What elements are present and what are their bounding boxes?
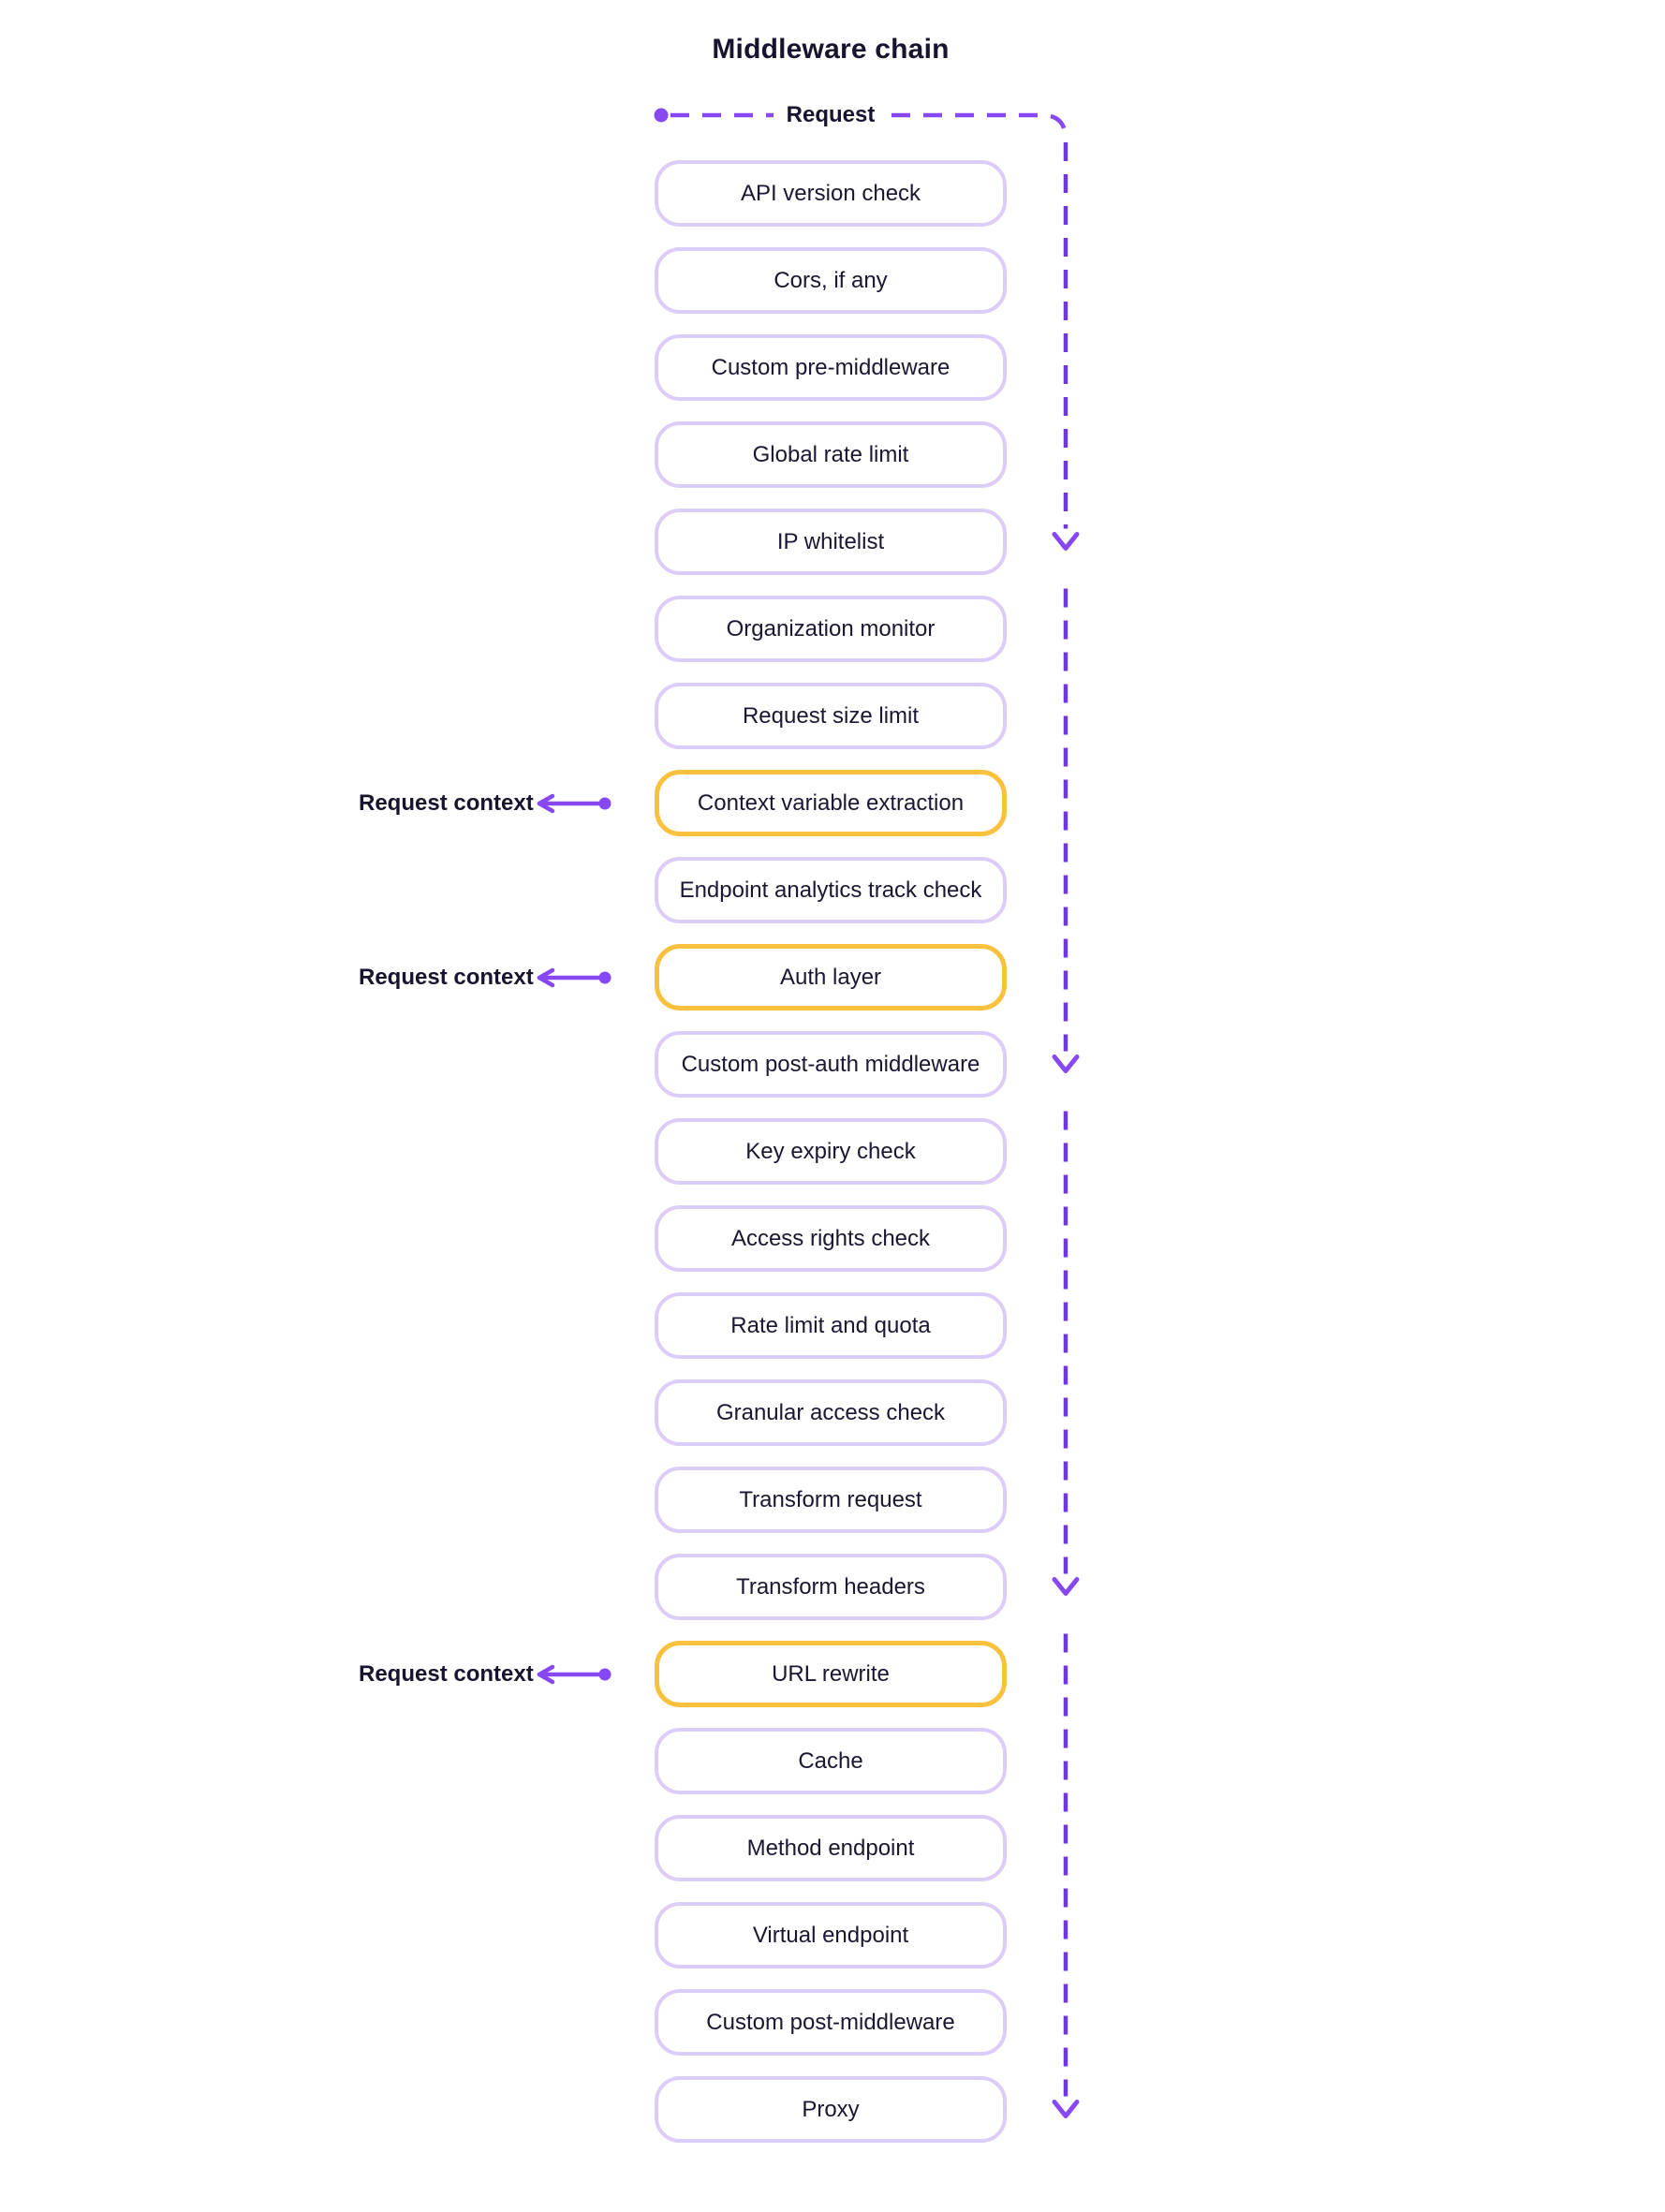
middleware-box: Organization monitor — [655, 596, 1007, 662]
middleware-label: Transform headers — [736, 1573, 925, 1600]
middleware-label: Endpoint analytics track check — [679, 877, 982, 903]
request-context-label: Request context — [359, 1660, 534, 1687]
left-arrow-icon — [537, 967, 611, 987]
middleware-label: Granular access check — [715, 1399, 946, 1425]
middleware-box: Method endpoint — [655, 1815, 1007, 1881]
page-title: Middleware chain — [712, 34, 950, 65]
middleware-label: Cache — [798, 1747, 863, 1774]
middleware-box: Global rate limit — [655, 421, 1007, 488]
left-arrow-icon — [537, 793, 611, 813]
middleware-box: Custom post-middleware — [655, 1989, 1007, 2056]
request-context-label: Request context — [359, 964, 534, 990]
middleware-box: Request size limit — [655, 683, 1007, 749]
middleware-label: Rate limit and quota — [730, 1312, 931, 1338]
middleware-box: Access rights check — [655, 1205, 1007, 1272]
middleware-box: URL rewrite — [655, 1641, 1007, 1707]
request-context-annotation: Request context — [359, 1661, 621, 1688]
middleware-box: Transform headers — [655, 1554, 1007, 1620]
middleware-box: Cache — [655, 1728, 1007, 1794]
middleware-label: API version check — [740, 180, 921, 206]
request-context-annotation: Request context — [359, 790, 621, 817]
middleware-label: Cors, if any — [774, 267, 888, 293]
flow-chevrons — [1052, 532, 1080, 2118]
down-arrow-icon — [1052, 2100, 1080, 2118]
middleware-label: Organization monitor — [726, 615, 936, 641]
middleware-label: URL rewrite — [772, 1660, 890, 1687]
middleware-box: Granular access check — [655, 1379, 1007, 1446]
down-arrow-icon — [1052, 1577, 1080, 1596]
middleware-label: Virtual endpoint — [752, 1922, 909, 1948]
middleware-box: Key expiry check — [655, 1118, 1007, 1185]
middleware-label: Context variable extraction — [697, 789, 965, 816]
middleware-box: Custom pre-middleware — [655, 334, 1007, 401]
middleware-box: Cors, if any — [655, 247, 1007, 314]
middleware-label: IP whitelist — [776, 528, 885, 554]
middleware-label: Method endpoint — [746, 1835, 915, 1861]
middleware-label: Proxy — [802, 2096, 860, 2122]
request-context-label: Request context — [359, 789, 534, 816]
middleware-label: Access rights check — [730, 1225, 931, 1251]
middleware-box: Custom post-auth middleware — [655, 1031, 1007, 1098]
middleware-label: Transform request — [739, 1486, 922, 1512]
middleware-box: Proxy — [655, 2076, 1007, 2143]
middleware-box: Transform request — [655, 1467, 1007, 1533]
middleware-box: Auth layer — [655, 944, 1007, 1010]
middleware-box: Rate limit and quota — [655, 1292, 1007, 1359]
middleware-label: Key expiry check — [745, 1138, 916, 1164]
middleware-box: Virtual endpoint — [655, 1902, 1007, 1969]
middleware-label: Custom pre-middleware — [711, 354, 950, 380]
left-arrow-icon — [537, 1664, 611, 1684]
middleware-label: Custom post-middleware — [706, 2009, 955, 2035]
middleware-box: Endpoint analytics track check — [655, 857, 1007, 923]
request-context-annotation: Request context — [359, 965, 621, 991]
middleware-box: Context variable extraction — [655, 770, 1007, 836]
middleware-label: Request size limit — [742, 702, 920, 729]
middleware-label: Global rate limit — [752, 441, 909, 467]
middleware-label: Auth layer — [779, 964, 882, 990]
middleware-box: API version check — [655, 160, 1007, 227]
middleware-label: Custom post-auth middleware — [681, 1051, 980, 1077]
middleware-box: IP whitelist — [655, 509, 1007, 575]
down-arrow-icon — [1052, 1054, 1080, 1073]
request-label: Request — [786, 102, 876, 127]
down-arrow-icon — [1052, 532, 1080, 551]
